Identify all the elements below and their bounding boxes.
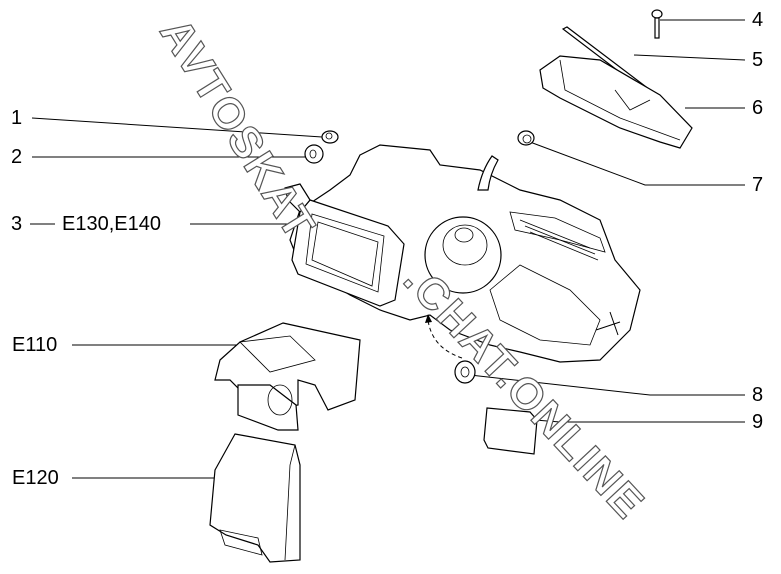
callout-e110: E110	[12, 334, 58, 356]
callout-6: 6	[752, 97, 764, 119]
part-3-heater-unit	[284, 144, 641, 363]
part-7-clamp	[517, 130, 535, 146]
part-8-drain	[454, 360, 476, 384]
callout-7: 7	[752, 174, 764, 196]
leader-9	[534, 419, 745, 423]
part-9-filter	[483, 407, 538, 455]
leader-7	[529, 141, 745, 186]
callout-8: 8	[752, 384, 764, 406]
callout-3: 3	[11, 213, 23, 235]
callout-9: 9	[752, 411, 764, 433]
part-1-cap	[321, 130, 339, 144]
leader-8	[469, 374, 745, 396]
leader-lines	[30, 19, 746, 479]
part-e110-duct	[214, 322, 361, 431]
leader-5	[633, 54, 746, 61]
leader-1	[31, 117, 323, 138]
part-e120-duct	[209, 433, 301, 563]
part-6-cover	[539, 55, 693, 149]
callout-5: 5	[752, 49, 764, 71]
callout-3-variant: E130,E140	[62, 213, 161, 235]
callout-2: 2	[11, 146, 23, 168]
assembly-arrow	[427, 319, 463, 359]
arrow-head-icon	[425, 314, 432, 323]
callout-e120: E120	[12, 467, 59, 489]
callout-1: 1	[11, 107, 23, 129]
callout-4: 4	[752, 9, 764, 31]
part-4-screw	[651, 9, 663, 39]
part-2-grommet	[304, 144, 324, 164]
